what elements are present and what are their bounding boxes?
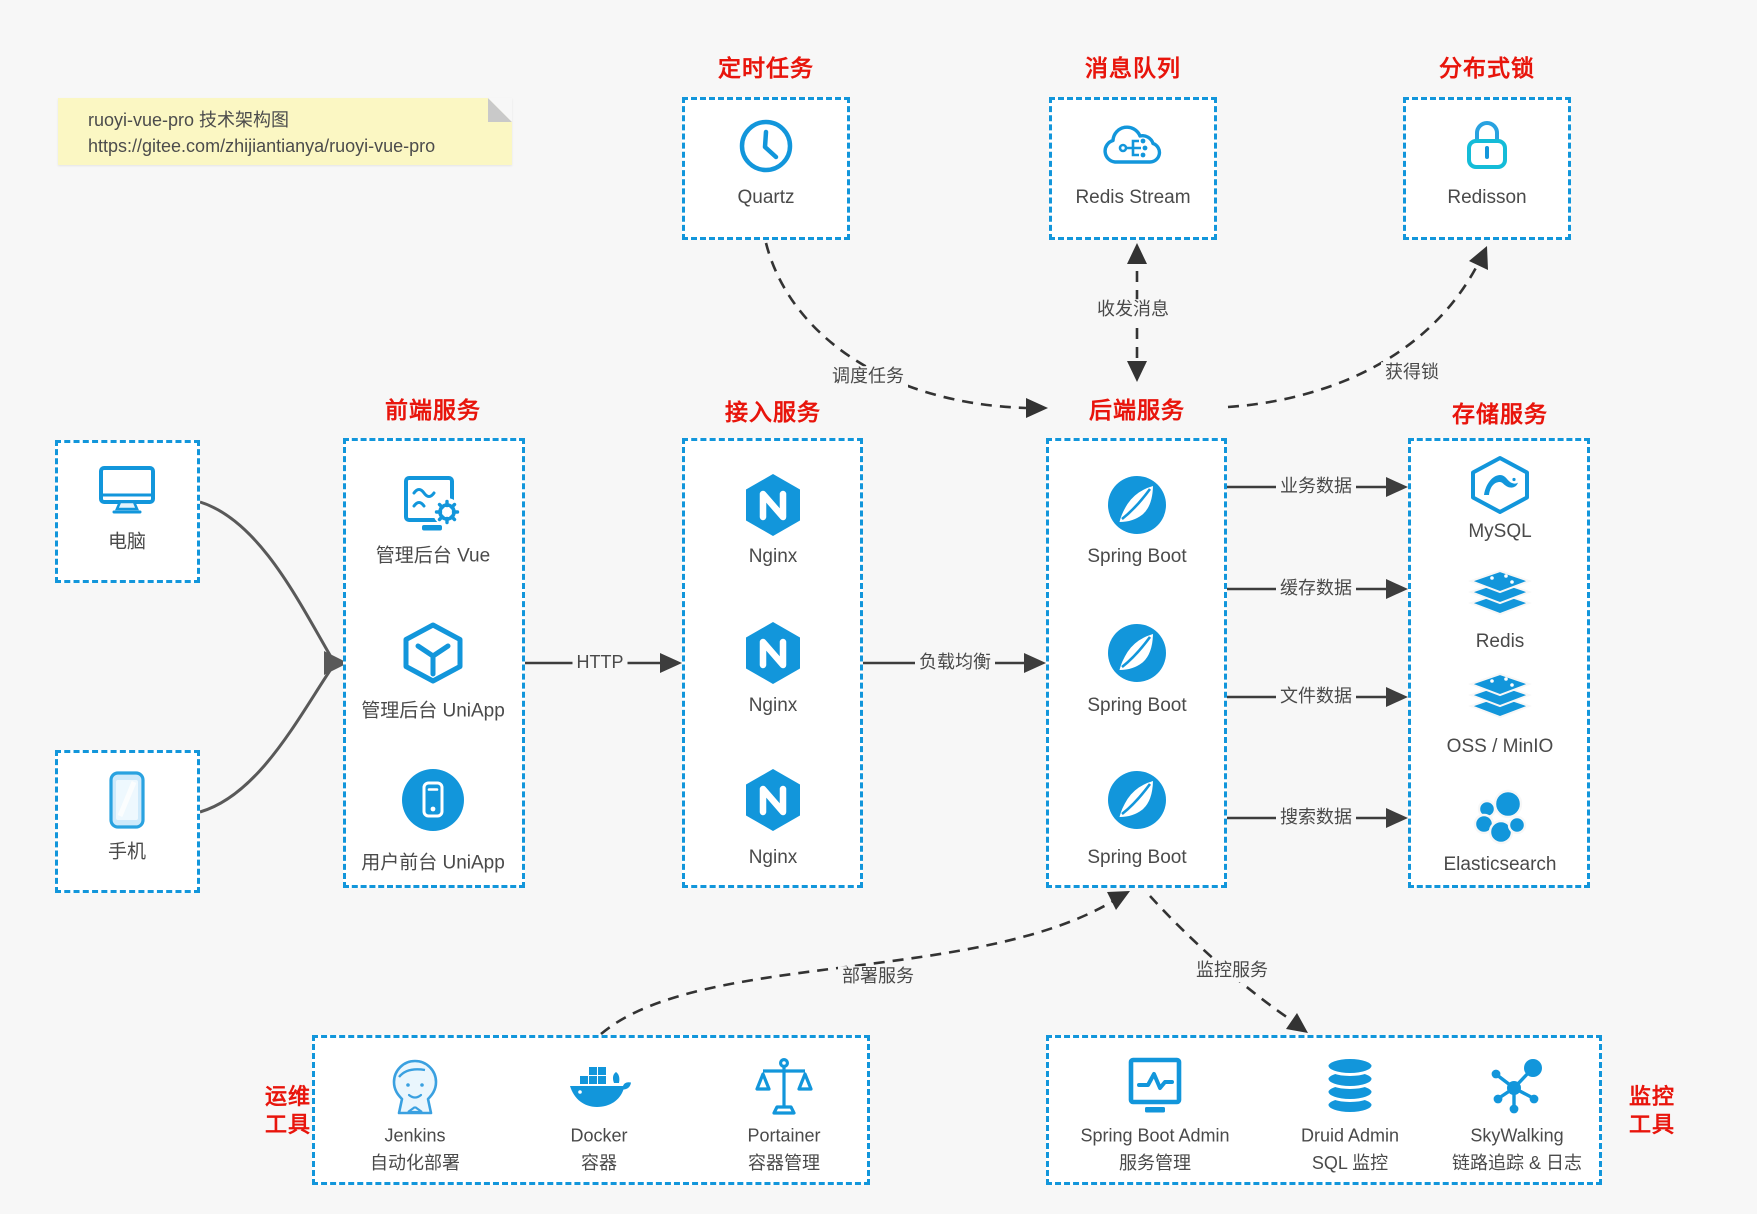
node-label-spring-boot: Spring Boot bbox=[1087, 546, 1187, 567]
node-sublabel-docker: 容器 bbox=[581, 1153, 617, 1173]
node-label-spring-boot: Spring Boot bbox=[1087, 847, 1187, 868]
node-label-nginx: Nginx bbox=[748, 847, 798, 868]
nginx-icon bbox=[743, 767, 803, 833]
node-sublabel-druid: SQL 监控 bbox=[1311, 1153, 1389, 1173]
node-sublabel-spring-boot-admin: 服务管理 bbox=[1119, 1153, 1191, 1173]
monitor-tools-label-line1: 监控 bbox=[1628, 1084, 1676, 1109]
group-title-message-queue: 消息队列 bbox=[1085, 55, 1181, 81]
node-label-skywalking: SkyWalking bbox=[1470, 1125, 1564, 1146]
note-fold-icon bbox=[488, 98, 512, 122]
node-label-redis: Redis bbox=[1475, 631, 1525, 652]
edge-label-file-data: 文件数据 bbox=[1276, 686, 1356, 708]
mysql-icon bbox=[1467, 455, 1533, 515]
redis-icon bbox=[1468, 569, 1532, 625]
node-label-spring-boot-admin: Spring Boot Admin bbox=[1080, 1125, 1230, 1146]
docker-icon bbox=[566, 1063, 632, 1113]
edge-label-deploy-service: 部署服务 bbox=[838, 966, 918, 988]
nginx-icon bbox=[743, 472, 803, 538]
storage-stack-icon bbox=[1468, 672, 1532, 728]
jenkins-icon bbox=[387, 1057, 443, 1119]
node-label-mysql: MySQL bbox=[1468, 521, 1532, 542]
node-sublabel-jenkins: 自动化部署 bbox=[370, 1153, 460, 1173]
node-label-portainer: Portainer bbox=[747, 1125, 821, 1146]
edge-label-schedule-task: 调度任务 bbox=[828, 366, 908, 388]
node-label-admin-uniapp: 管理后台 UniApp bbox=[361, 700, 505, 722]
edge-label-search-data: 搜索数据 bbox=[1276, 807, 1356, 829]
node-label-quartz: Quartz bbox=[737, 187, 795, 208]
skywalking-icon bbox=[1488, 1057, 1546, 1115]
node-label-nginx: Nginx bbox=[748, 695, 798, 716]
edge-label-http: HTTP bbox=[572, 652, 628, 674]
druid-icon bbox=[1322, 1056, 1378, 1116]
node-label-spring-boot: Spring Boot bbox=[1087, 695, 1187, 716]
edge-label-monitor-service: 监控服务 bbox=[1192, 960, 1272, 982]
note-title: ruoyi-vue-pro 技术架构图 bbox=[88, 110, 290, 130]
node-label-mobile: 手机 bbox=[107, 841, 147, 863]
edge-label-load-balance: 负载均衡 bbox=[915, 652, 995, 674]
edge-label-business-data: 业务数据 bbox=[1276, 476, 1356, 498]
clock-icon bbox=[737, 117, 795, 175]
edge-label-acquire-lock: 获得锁 bbox=[1381, 362, 1443, 384]
lock-icon bbox=[1460, 114, 1514, 172]
redis-stream-box bbox=[1049, 97, 1217, 240]
node-sublabel-portainer: 容器管理 bbox=[748, 1153, 820, 1173]
client-curves bbox=[199, 500, 333, 814]
phone-circle-icon bbox=[401, 768, 465, 832]
node-label-elasticsearch: Elasticsearch bbox=[1443, 854, 1557, 875]
edge-label-cache-data: 缓存数据 bbox=[1276, 578, 1356, 600]
elasticsearch-icon bbox=[1470, 788, 1530, 846]
node-label-oss-minio: OSS / MinIO bbox=[1446, 736, 1554, 757]
portainer-icon bbox=[755, 1057, 813, 1119]
spring-boot-icon bbox=[1106, 622, 1168, 684]
edge-label-message: 收发消息 bbox=[1093, 299, 1173, 321]
cloud-stream-icon bbox=[1098, 118, 1168, 170]
node-label-jenkins: Jenkins bbox=[384, 1125, 446, 1146]
column-title-frontend: 前端服务 bbox=[385, 397, 481, 423]
node-label-redisson: Redisson bbox=[1447, 187, 1527, 208]
monitor-tools-label-line2: 工具 bbox=[1628, 1112, 1676, 1137]
spring-boot-admin-icon bbox=[1126, 1057, 1184, 1115]
desktop-icon bbox=[96, 463, 158, 517]
node-label-docker: Docker bbox=[570, 1125, 628, 1146]
ops-tools-label-line2: 工具 bbox=[264, 1112, 312, 1137]
sticky-note: ruoyi-vue-pro 技术架构图 https://gitee.com/zh… bbox=[58, 98, 512, 165]
node-label-druid: Druid Admin bbox=[1300, 1125, 1400, 1146]
cube-icon bbox=[400, 620, 466, 686]
group-title-scheduled-tasks: 定时任务 bbox=[718, 55, 814, 81]
column-title-gateway: 接入服务 bbox=[725, 399, 821, 425]
node-sublabel-skywalking: 链路追踪 & 日志 bbox=[1451, 1153, 1583, 1173]
node-label-admin-vue: 管理后台 Vue bbox=[375, 545, 491, 567]
column-title-storage: 存储服务 bbox=[1452, 401, 1548, 427]
node-label-pc: 电脑 bbox=[107, 531, 147, 553]
admin-vue-icon bbox=[400, 475, 466, 535]
smartphone-icon bbox=[108, 770, 146, 830]
ops-tools-label-line1: 运维 bbox=[264, 1084, 312, 1109]
node-label-nginx: Nginx bbox=[748, 546, 798, 567]
nginx-icon bbox=[743, 620, 803, 686]
column-title-backend: 后端服务 bbox=[1089, 397, 1185, 423]
node-label-user-uniapp: 用户前台 UniApp bbox=[361, 852, 505, 874]
note-url: https://gitee.com/zhijiantianya/ruoyi-vu… bbox=[88, 136, 436, 156]
group-title-distributed-lock: 分布式锁 bbox=[1439, 55, 1535, 81]
spring-boot-icon bbox=[1106, 474, 1168, 536]
spring-boot-icon bbox=[1106, 769, 1168, 831]
node-label-redis-stream: Redis Stream bbox=[1075, 187, 1191, 208]
